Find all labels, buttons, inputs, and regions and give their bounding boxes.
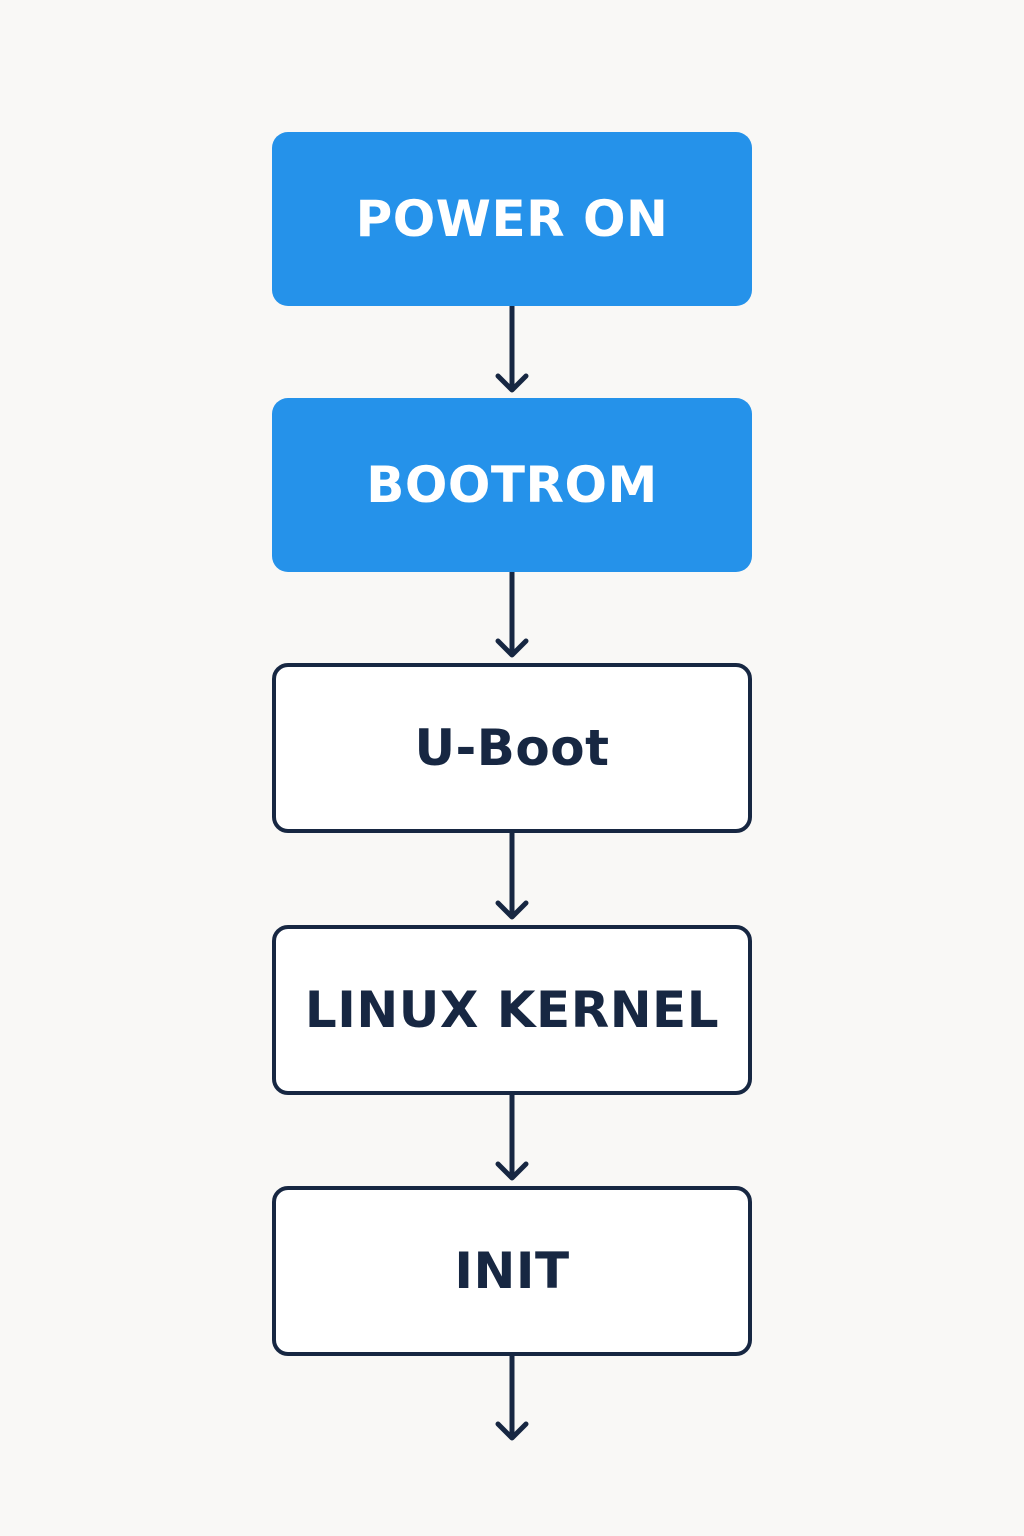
arrow-init-to-next xyxy=(495,1353,529,1441)
arrow-bootrom-to-u-boot xyxy=(495,569,529,658)
linux-kernel-label: LINUX KERNEL xyxy=(304,981,720,1039)
power-on-box: POWER ON xyxy=(272,132,752,306)
init-box: INIT xyxy=(272,1186,752,1356)
bootrom-box: BOOTROM xyxy=(272,398,752,572)
power-on-label: POWER ON xyxy=(355,190,669,248)
arrow-u-boot-to-linux-kernel xyxy=(495,830,529,920)
init-label: INIT xyxy=(454,1242,570,1300)
arrow-linux-kernel-to-init xyxy=(495,1092,529,1181)
bootrom-label: BOOTROM xyxy=(366,456,658,514)
arrow-power-on-to-bootrom xyxy=(495,303,529,393)
linux-kernel-box: LINUX KERNEL xyxy=(272,925,752,1095)
u-boot-box: U-Boot xyxy=(272,663,752,833)
u-boot-label: U-Boot xyxy=(414,719,610,777)
